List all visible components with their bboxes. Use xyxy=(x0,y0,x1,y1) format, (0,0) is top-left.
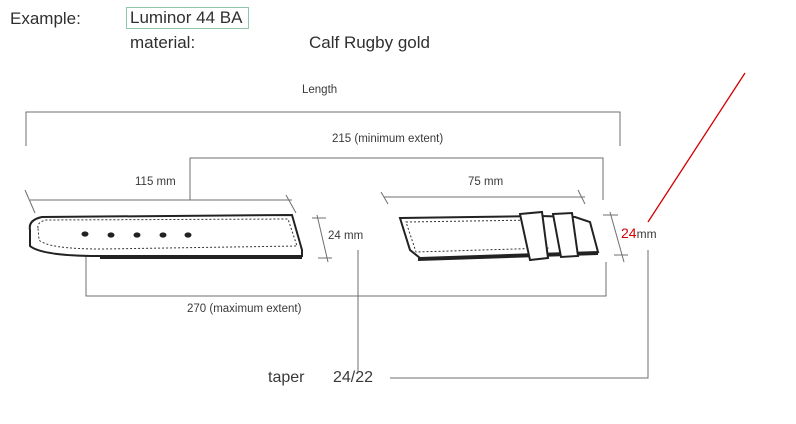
example-label: Example: xyxy=(10,9,81,28)
right-piece-tick-l xyxy=(380,191,389,205)
right-piece-tick-r xyxy=(577,189,586,205)
buckle-width-line xyxy=(609,211,625,263)
long-strap-piece xyxy=(28,213,303,259)
length-bracket xyxy=(25,111,621,146)
buckle-width-label: 24mm xyxy=(621,225,657,243)
left-piece-label: 115 mm xyxy=(135,176,176,188)
lug-width-line xyxy=(316,214,329,263)
length-label: Length xyxy=(302,84,338,96)
taper-value: 24/22 xyxy=(333,369,374,386)
min-extent-label: 215 (minimum extent) xyxy=(332,133,444,145)
buckle-width-unit: mm xyxy=(636,227,657,241)
left-tick xyxy=(24,189,36,214)
material-value: Calf Rugby gold xyxy=(309,33,430,52)
keeper-1 xyxy=(518,210,550,262)
right-piece-label: 75 mm xyxy=(468,176,504,188)
keeper-2 xyxy=(551,211,580,259)
min-extent-bracket xyxy=(189,157,604,200)
taper-leader-right xyxy=(390,250,649,379)
max-extent-bracket xyxy=(85,256,607,297)
material-label: material: xyxy=(130,33,196,52)
model-name-box: Luminor 44 BA xyxy=(126,7,250,29)
lug-width-label: 24 mm xyxy=(328,230,364,242)
max-extent-label: 270 (maximum extent) xyxy=(187,303,302,315)
taper-label: taper xyxy=(268,369,305,386)
short-strap-piece xyxy=(398,210,600,262)
left-piece-tick xyxy=(285,194,297,214)
red-annotation-line xyxy=(647,72,746,223)
buckle-width-value: 24 xyxy=(621,225,637,241)
